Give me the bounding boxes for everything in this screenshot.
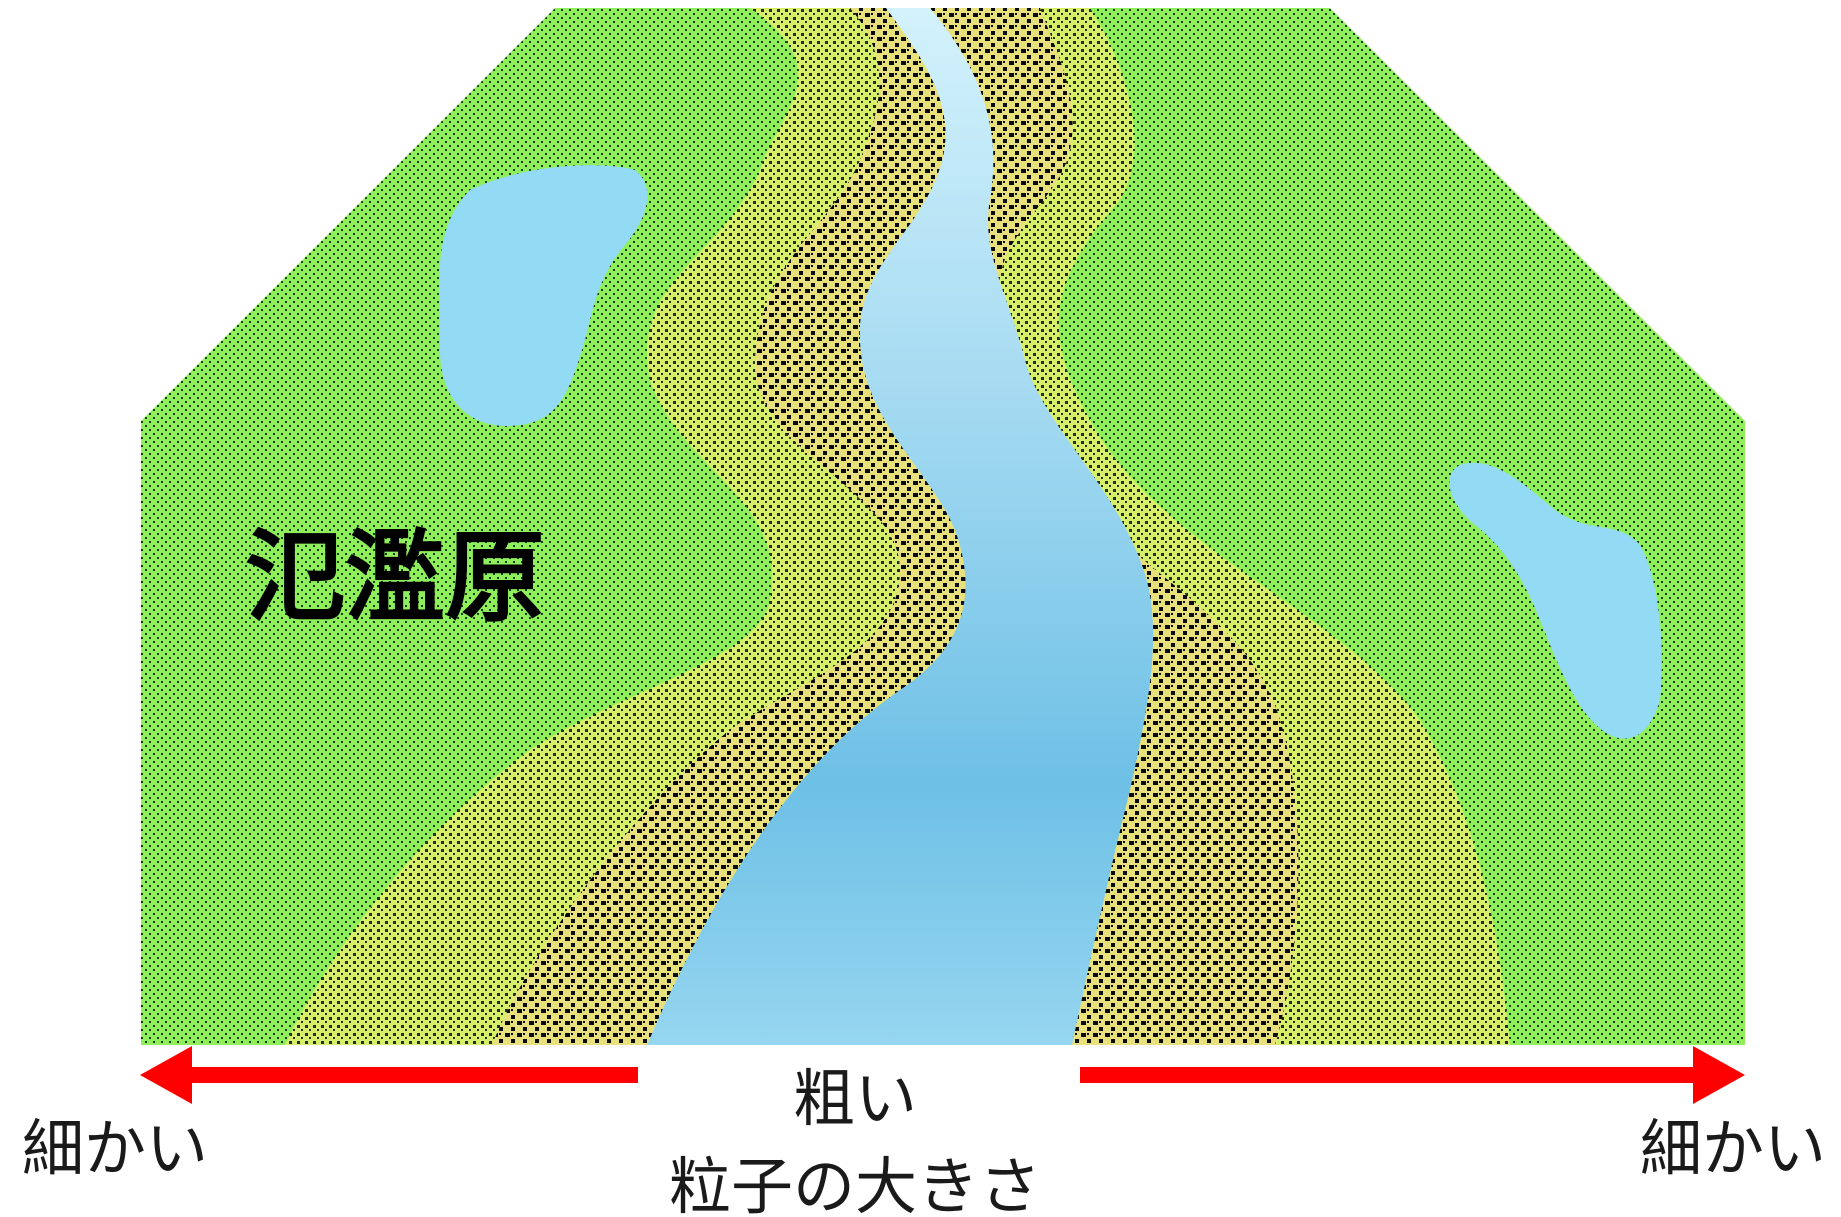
floodplain-label: 氾濫原 [245, 519, 545, 636]
right-arrow [1080, 1046, 1745, 1104]
fine-label-left: 細かい [22, 1112, 208, 1185]
coarse-label: 粗い [793, 1062, 917, 1135]
particle-size-label: 粒子の大きさ [669, 1150, 1041, 1217]
fine-label-right: 細かい [1640, 1112, 1826, 1185]
left-pond [438, 165, 648, 426]
right-pond [1449, 462, 1662, 739]
left-arrow [140, 1046, 638, 1104]
river-channel [647, 8, 1154, 1045]
